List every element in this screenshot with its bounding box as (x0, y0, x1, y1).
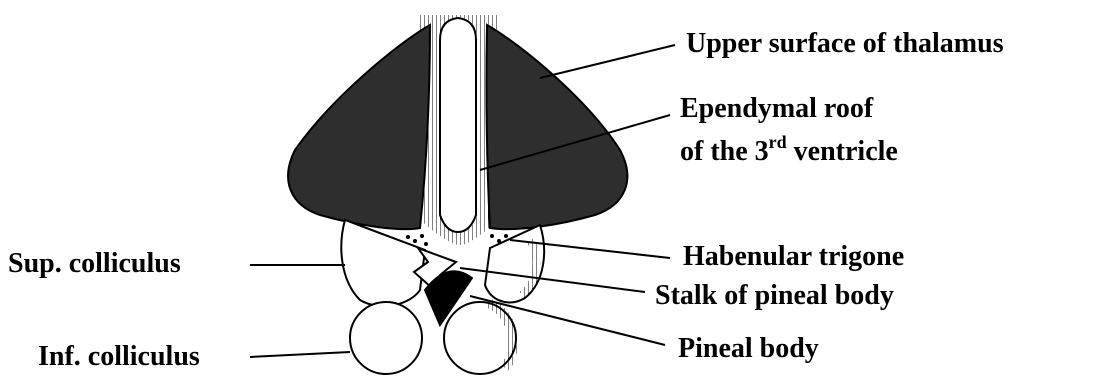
left-superior-colliculus (341, 220, 425, 306)
label-pineal: Pineal body (678, 335, 819, 363)
leader-thalamus (540, 45, 675, 78)
label-habenular: Habenular trigone (683, 243, 904, 271)
label-ependymal-sup: rd (769, 132, 787, 152)
label-thalamus: Upper surface of thalamus (686, 30, 1004, 58)
label-ependymal-line1: Ependymal roof (680, 95, 873, 123)
label-inf-colliculus: Inf. colliculus (38, 343, 200, 371)
left-thalamus (288, 25, 430, 229)
left-inferior-colliculus (350, 302, 422, 374)
third-ventricle (440, 18, 476, 232)
leader-inf-colliculus (250, 352, 350, 357)
label-ependymal-pre: of the 3 (680, 136, 769, 167)
label-ependymal-line2: of the 3rd ventricle (680, 138, 898, 166)
right-thalamus (486, 25, 627, 229)
label-sup-colliculus: Sup. colliculus (8, 250, 181, 278)
label-stalk: Stalk of pineal body (655, 282, 894, 310)
label-ependymal-post: ventricle (787, 136, 898, 167)
